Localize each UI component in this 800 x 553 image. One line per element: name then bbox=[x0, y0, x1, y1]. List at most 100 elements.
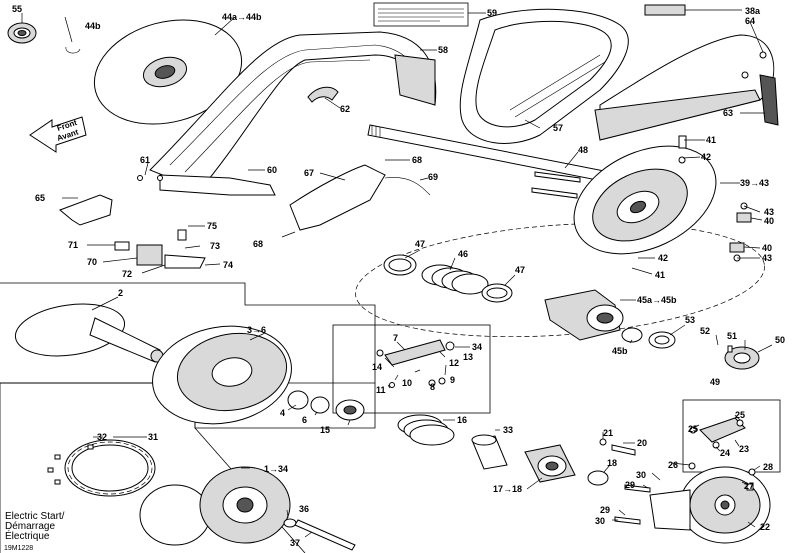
callout-14: 14 bbox=[372, 362, 382, 372]
callout-59: 59 bbox=[487, 8, 497, 18]
part-22-pulley-assembly bbox=[649, 466, 771, 544]
part-18-ring bbox=[587, 470, 609, 486]
callout-69: 69 bbox=[428, 172, 438, 182]
callout-75: 75 bbox=[207, 221, 217, 231]
callout-3-6: 3→6 bbox=[247, 325, 266, 335]
part-23-25-lever bbox=[689, 417, 746, 449]
part-65-mount bbox=[59, 194, 113, 226]
callout-38a: 38a bbox=[745, 6, 761, 16]
callout-36: 36 bbox=[299, 504, 309, 514]
part-46-spring bbox=[421, 264, 489, 295]
part-15-bushing bbox=[335, 399, 365, 421]
callout-10: 10 bbox=[402, 378, 412, 388]
callout-41-bottom: 41 bbox=[655, 270, 665, 280]
part-70-75-assembly bbox=[114, 229, 206, 269]
callout-37: 37 bbox=[290, 538, 300, 548]
part-47-washer-a bbox=[383, 254, 417, 276]
part-55-seal bbox=[7, 22, 37, 44]
callout-6: 6 bbox=[302, 415, 307, 425]
callout-39: 39→43 bbox=[740, 178, 769, 188]
part-60-support bbox=[159, 174, 276, 196]
callout-60: 60 bbox=[267, 165, 277, 175]
callout-4: 4 bbox=[280, 408, 285, 418]
callout-42-top: 42 bbox=[701, 152, 711, 162]
part-49-cap bbox=[724, 345, 760, 370]
link-detail-frame bbox=[332, 324, 491, 414]
callout-34-top: 34 bbox=[472, 342, 482, 352]
callout-67: 67 bbox=[304, 168, 314, 178]
callout-21: 21 bbox=[603, 428, 613, 438]
callout-49: 49 bbox=[710, 377, 720, 387]
callout-61: 61 bbox=[140, 155, 150, 165]
part-7-14-link-set bbox=[376, 339, 455, 388]
callout-12: 12 bbox=[449, 358, 459, 368]
part-29-30-screws bbox=[614, 484, 651, 525]
part-4-washer bbox=[287, 390, 309, 410]
callout-9: 9 bbox=[450, 375, 455, 385]
part-47-washer-b bbox=[481, 283, 513, 303]
callout-68-bottom: 68 bbox=[253, 239, 263, 249]
callout-1-34: 1→34 bbox=[264, 464, 288, 474]
leader-lines bbox=[21, 9, 773, 538]
part-44a-sheave bbox=[93, 19, 243, 125]
callout-55: 55 bbox=[12, 4, 22, 14]
callout-65: 65 bbox=[35, 193, 45, 203]
part-69-cable bbox=[384, 177, 431, 196]
drawing-code: 19M1228 bbox=[4, 545, 33, 552]
retainer-detail-outline bbox=[355, 222, 765, 338]
callout-15: 15 bbox=[320, 425, 330, 435]
part-6-washer bbox=[310, 396, 330, 414]
electric-start-line3: Électrique bbox=[5, 529, 50, 542]
callout-16: 16 bbox=[457, 415, 467, 425]
callout-30-bottom: 30 bbox=[595, 516, 605, 526]
callout-44b: 44b bbox=[85, 21, 101, 31]
callout-52: 52 bbox=[700, 326, 710, 336]
callout-32: 32 bbox=[97, 432, 107, 442]
callout-25-left: 25 bbox=[688, 424, 698, 434]
callout-7: 7 bbox=[393, 333, 398, 343]
lower-section-frame bbox=[0, 282, 376, 384]
part-40-43-nut-set bbox=[729, 202, 752, 262]
part-63-cover bbox=[594, 34, 779, 141]
part-62-bracket bbox=[307, 86, 339, 103]
part-26-28-pins bbox=[688, 462, 756, 491]
callout-30-top: 30 bbox=[636, 470, 646, 480]
part-64-screw-b bbox=[741, 71, 749, 79]
callout-51: 51 bbox=[727, 331, 737, 341]
part-45b-washer bbox=[621, 327, 643, 343]
callout-45b: 45b bbox=[612, 346, 628, 356]
callout-47-left: 47 bbox=[415, 239, 425, 249]
callout-22: 22 bbox=[760, 522, 770, 532]
part-57-drive-belt bbox=[459, 8, 629, 144]
part-31-ring-gear bbox=[64, 439, 156, 497]
callout-63: 63 bbox=[723, 108, 733, 118]
callout-57: 57 bbox=[553, 123, 563, 133]
callout-73: 73 bbox=[210, 241, 220, 251]
part-20-21-pins bbox=[599, 438, 636, 456]
callout-40-bottom: 40 bbox=[762, 243, 772, 253]
part-36-37-bolt bbox=[283, 518, 356, 551]
callout-53: 53 bbox=[685, 315, 695, 325]
part-45-retainer bbox=[544, 289, 624, 341]
callout-72: 72 bbox=[122, 269, 132, 279]
callout-2: 2 bbox=[118, 288, 123, 298]
callout-26: 26 bbox=[668, 460, 678, 470]
callout-27: 27 bbox=[744, 481, 754, 491]
callout-41-top: 41 bbox=[706, 135, 716, 145]
callout-23: 23 bbox=[739, 444, 749, 454]
electric-start-note: Electric Start/ Démarrage Électrique bbox=[5, 511, 65, 542]
shaft-spline bbox=[371, 125, 381, 137]
callout-13: 13 bbox=[463, 352, 473, 362]
callout-29-bottom: 29 bbox=[600, 505, 610, 515]
callout-44a: 44a→44b bbox=[222, 12, 262, 22]
part-53-washer bbox=[648, 331, 676, 349]
callout-20: 20 bbox=[637, 438, 647, 448]
part-32-screws bbox=[47, 444, 94, 485]
callout-47-right: 47 bbox=[515, 265, 525, 275]
callout-50: 50 bbox=[775, 335, 785, 345]
callout-58: 58 bbox=[438, 45, 448, 55]
part-48-bolts bbox=[531, 171, 581, 199]
part-38a-decal bbox=[644, 4, 686, 16]
